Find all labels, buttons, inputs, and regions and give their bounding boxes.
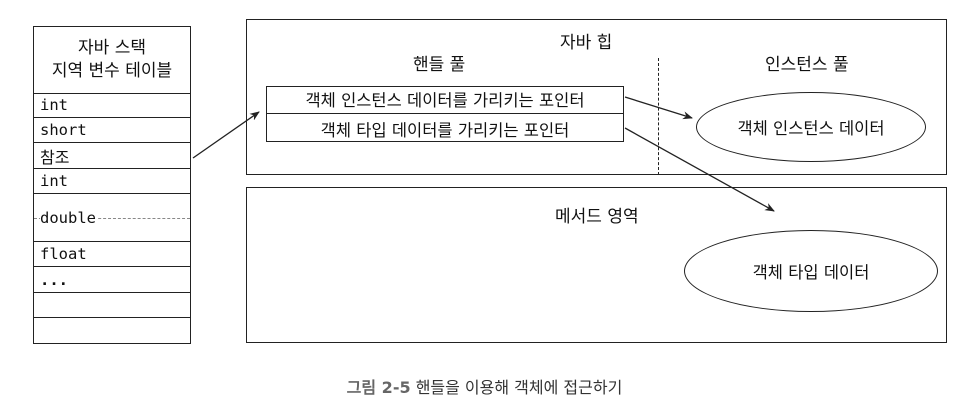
arrow-handle-to-instance bbox=[624, 96, 693, 120]
stack-slot-ellipsis: ... bbox=[34, 267, 190, 293]
instance-data-label: 객체 인스턴스 데이터 bbox=[737, 119, 885, 138]
handle-instance-pointer: 객체 인스턴스 데이터를 가리키는 포인터 bbox=[305, 91, 585, 110]
arrow-handle-to-type bbox=[624, 127, 775, 212]
figure-caption: 그림 2-5 핸들을 이용해 객체에 접근하기 bbox=[0, 374, 969, 398]
instance-pool-label: 인스턴스 풀 bbox=[765, 55, 849, 75]
type-data-ellipse: 객체 타입 데이터 bbox=[684, 230, 938, 312]
stack-slot-empty bbox=[34, 293, 190, 318]
figure-number: 그림 2-5 bbox=[346, 378, 411, 397]
type-data-label: 객체 타입 데이터 bbox=[752, 263, 870, 282]
stack-slot-double: double bbox=[34, 194, 190, 242]
java-stack-title-line1: 자바 스택 bbox=[78, 38, 146, 58]
java-stack-title: 자바 스택 지역 변수 테이블 bbox=[34, 27, 190, 94]
instance-data-ellipse: 객체 인스턴스 데이터 bbox=[696, 92, 926, 162]
pool-divider bbox=[658, 58, 659, 175]
figure-caption-text: 핸들을 이용해 객체에 접근하기 bbox=[415, 378, 623, 397]
stack-slot: int bbox=[34, 169, 190, 194]
stack-slot-reference: 참조 bbox=[34, 143, 190, 169]
java-heap-title: 자바 힙 bbox=[560, 33, 613, 53]
java-stack-table: 자바 스택 지역 변수 테이블 int short 참조 int double … bbox=[33, 26, 191, 344]
arrow-reference-to-handle bbox=[192, 111, 260, 159]
handle-separator bbox=[266, 113, 624, 114]
handle-type-pointer: 객체 타입 데이터를 가리키는 포인터 bbox=[320, 121, 570, 140]
handle-pool-label: 핸들 풀 bbox=[413, 55, 466, 75]
stack-slot: short bbox=[34, 118, 190, 143]
method-area-title: 메서드 영역 bbox=[555, 207, 639, 227]
handle-box bbox=[266, 86, 624, 142]
stack-slot: int bbox=[34, 93, 190, 118]
stack-slot: float bbox=[34, 242, 190, 267]
java-stack-title-line2: 지역 변수 테이블 bbox=[51, 61, 173, 81]
